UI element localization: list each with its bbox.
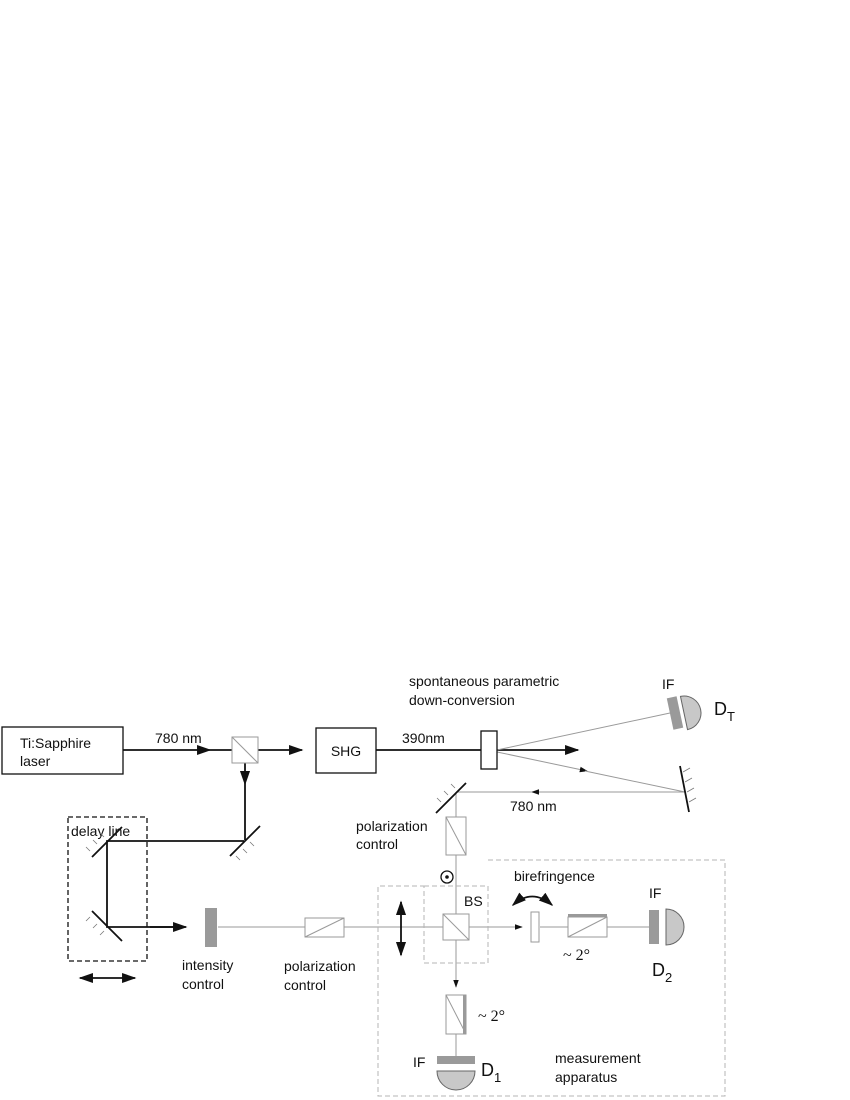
d2-main: D — [652, 960, 665, 980]
beam-idler-out-2 — [584, 770, 686, 793]
beam-paths — [106, 712, 686, 1056]
spdc-label-line1: spontaneous parametric — [409, 673, 559, 689]
trigger-filter — [666, 696, 684, 730]
d1-main: D — [481, 1060, 494, 1080]
birefringent-plate — [530, 911, 540, 943]
delay-mirror-bottom — [85, 910, 123, 942]
dt-main: D — [714, 699, 727, 719]
beam-splitter-bs — [442, 913, 470, 941]
measurement-label-line2: apparatus — [555, 1069, 617, 1085]
intensity-control-filter — [205, 908, 217, 947]
laser-label-line1: Ti:Sapphire — [20, 735, 91, 751]
dt-sub: T — [727, 709, 735, 724]
d1-sub: 1 — [494, 1070, 501, 1085]
pol2-label-line1: polarization — [284, 958, 356, 974]
d2-label: D2 — [652, 960, 672, 985]
detector-d1 — [436, 1070, 476, 1091]
if-d2-label: IF — [649, 885, 661, 901]
angle-d2-label: ~ 2° — [563, 947, 590, 964]
angle-d1-label: ~ 2° — [478, 1008, 505, 1025]
birefringence-label: birefringence — [514, 868, 595, 884]
polarizer-d2 — [567, 914, 608, 938]
measurement-label-line1: measurement — [555, 1050, 641, 1066]
intensity-label-line2: control — [182, 976, 224, 992]
idler-mirror — [679, 765, 697, 813]
polarizer-vertical — [445, 816, 467, 856]
trigger-detector — [679, 695, 702, 731]
polarizer-horizontal — [304, 917, 345, 938]
d2-sub: 2 — [665, 970, 672, 985]
polarizer-d1 — [445, 994, 467, 1035]
wavelength-in-label: 780 nm — [155, 730, 202, 746]
spdc-crystal — [480, 730, 498, 770]
shg-label: SHG — [331, 743, 361, 759]
pol1-label-line1: polarization — [356, 818, 428, 834]
rotation-arrow — [511, 892, 554, 906]
laser-box: Ti:Sapphire laser — [1, 726, 124, 775]
delay-mirror-top — [85, 826, 123, 858]
beamsplitter-enclosure — [423, 885, 489, 964]
pump-wavelength-label: 390nm — [402, 730, 445, 746]
dt-label: DT — [714, 699, 735, 724]
mirror-junction — [229, 825, 261, 861]
pol2-label-line2: control — [284, 977, 326, 993]
beam-idler-out — [496, 751, 588, 773]
bs-label: BS — [464, 893, 483, 909]
polarization-dot-symbol — [440, 870, 454, 884]
filter-d1 — [437, 1056, 475, 1064]
shg-box: SHG — [315, 727, 377, 774]
idler-wavelength-label: 780 nm — [510, 798, 557, 814]
spdc-label-line2: down-conversion — [409, 692, 515, 708]
beam-splitter-top — [231, 736, 259, 764]
if-d1-label: IF — [413, 1054, 425, 1070]
filter-d2 — [649, 910, 659, 944]
delay-line-label: delay line — [71, 823, 130, 839]
d1-label: D1 — [481, 1060, 501, 1085]
steering-mirror-idler — [435, 782, 467, 814]
beam-delay-line — [106, 840, 244, 928]
measurement-apparatus-outline — [377, 859, 726, 1097]
pol1-label-line2: control — [356, 836, 398, 852]
beam-trigger-arm — [496, 712, 671, 751]
detector-d2 — [665, 908, 685, 946]
laser-label-line2: laser — [20, 753, 51, 769]
if-trigger-label: IF — [662, 676, 674, 692]
intensity-label-line1: intensity — [182, 957, 233, 973]
